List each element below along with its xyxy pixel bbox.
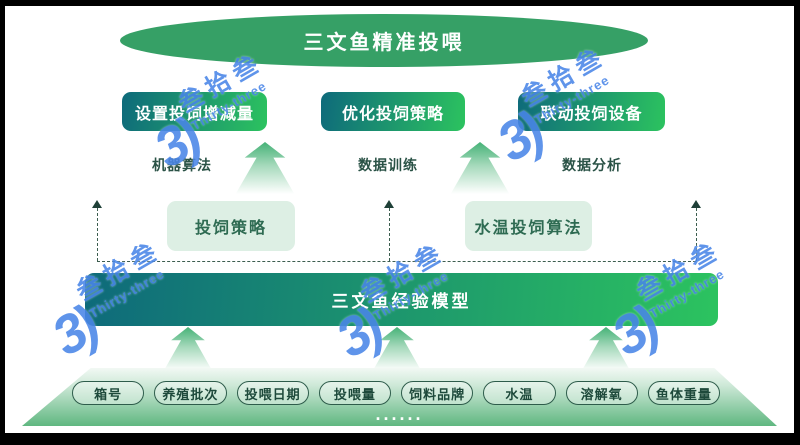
- diagram-canvas: 三文鱼精准投喂 设置投饲增减量 优化投饲策略 联动投饲设备 机器算法 数据训练 …: [5, 6, 794, 433]
- data-pill-feeding-amount: 投喂量: [318, 381, 391, 405]
- up-arrow-icon: [450, 142, 510, 194]
- top-box-link-equipment: 联动投饲设备: [518, 92, 665, 131]
- mid-box-label: 投饲策略: [194, 220, 267, 237]
- up-arrow-icon: [581, 327, 631, 371]
- process-label-data-analysis: 数据分析: [562, 157, 622, 173]
- mid-box-label: 水温投饲算法: [474, 220, 583, 237]
- mid-box-feeding-strategy: 投饲策略: [167, 201, 295, 251]
- data-pill-feed-brand: 饲料品牌: [401, 381, 474, 405]
- data-pill-row: 箱号 养殖批次 投喂日期 投喂量 饲料品牌 水温 溶解氧 鱼体重量: [72, 381, 720, 405]
- dashed-line-vertical: [96, 208, 98, 261]
- arrowhead-up-icon: [691, 200, 701, 208]
- top-box-set-feed-amount: 设置投饲增减量: [122, 92, 267, 131]
- data-pill-breeding-batch: 养殖批次: [154, 381, 227, 405]
- mid-box-water-temp-algorithm: 水温投饲算法: [465, 201, 592, 251]
- ellipsis-dots: ......: [375, 404, 424, 424]
- diagram-title: 三文鱼精准投喂: [303, 32, 465, 54]
- dashed-line-horizontal: [97, 261, 696, 262]
- data-pill-cage-number: 箱号: [72, 381, 145, 405]
- process-label-machine-algorithm: 机器算法: [152, 157, 212, 173]
- up-arrow-icon: [163, 327, 213, 371]
- top-box-label: 优化投饲策略: [341, 105, 444, 123]
- data-pill-fish-weight: 鱼体重量: [647, 381, 720, 405]
- data-pill-water-temp: 水温: [483, 381, 556, 405]
- arrowhead-up-icon: [92, 200, 102, 208]
- experience-model-bar: 三文鱼经验模型: [85, 273, 718, 326]
- top-box-label: 设置投饲增减量: [134, 105, 254, 123]
- dashed-arrow-up-middle: [383, 200, 395, 261]
- data-pill-dissolved-oxygen: 溶解氧: [565, 381, 638, 405]
- process-label-data-training: 数据训练: [358, 157, 418, 173]
- dashed-line-vertical: [388, 208, 390, 261]
- top-box-optimize-strategy: 优化投饲策略: [321, 92, 465, 131]
- up-arrow-icon: [372, 327, 422, 371]
- top-box-label: 联动投饲设备: [540, 105, 643, 123]
- dashed-line-vertical: [695, 208, 697, 261]
- arrowhead-up-icon: [384, 200, 394, 208]
- dashed-arrow-up-left: [91, 200, 103, 261]
- data-pill-feeding-date: 投喂日期: [236, 381, 309, 405]
- dashed-arrow-up-right: [690, 200, 702, 261]
- experience-model-label: 三文鱼经验模型: [331, 292, 472, 311]
- title-ellipse: 三文鱼精准投喂: [120, 14, 648, 67]
